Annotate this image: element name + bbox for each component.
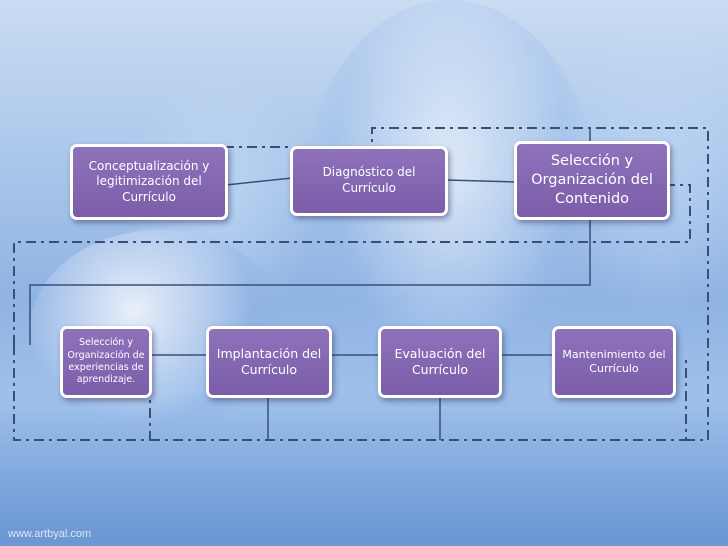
- box-label: Selección y Organización del Contenido: [531, 153, 653, 207]
- box-label: Diagnóstico del Currículo: [322, 165, 416, 195]
- box-mantenimiento[interactable]: Mantenimiento del Currículo: [552, 326, 676, 398]
- watermark: www.artbyal.com: [8, 528, 92, 540]
- box-seleccion-experiencias[interactable]: Selección y Organización de experiencias…: [60, 326, 152, 398]
- connector-line: [445, 179, 517, 183]
- box-label: Selección y Organización de experiencias…: [67, 337, 145, 386]
- box-label: Implantación del Currículo: [216, 345, 322, 377]
- box-label: Conceptualización y legitimización del C…: [88, 158, 210, 204]
- box-diagnostico[interactable]: Diagnóstico del Currículo: [290, 146, 448, 216]
- connector-line: [371, 127, 709, 441]
- box-seleccion-contenido[interactable]: Selección y Organización del Contenido: [514, 141, 670, 220]
- box-label: Evaluación del Currículo: [394, 345, 486, 377]
- water-surface: [0, 406, 728, 546]
- connector-line: [29, 220, 591, 345]
- box-conceptualizacion[interactable]: Conceptualización y legitimización del C…: [70, 144, 228, 220]
- box-implantacion[interactable]: Implantación del Currículo: [206, 326, 332, 398]
- connector-line: [150, 360, 687, 441]
- connector-line: [225, 146, 290, 172]
- connector-line: [225, 177, 293, 186]
- box-evaluacion[interactable]: Evaluación del Currículo: [378, 326, 502, 398]
- connector-line: [13, 345, 151, 441]
- box-label: Mantenimiento del Currículo: [562, 347, 666, 375]
